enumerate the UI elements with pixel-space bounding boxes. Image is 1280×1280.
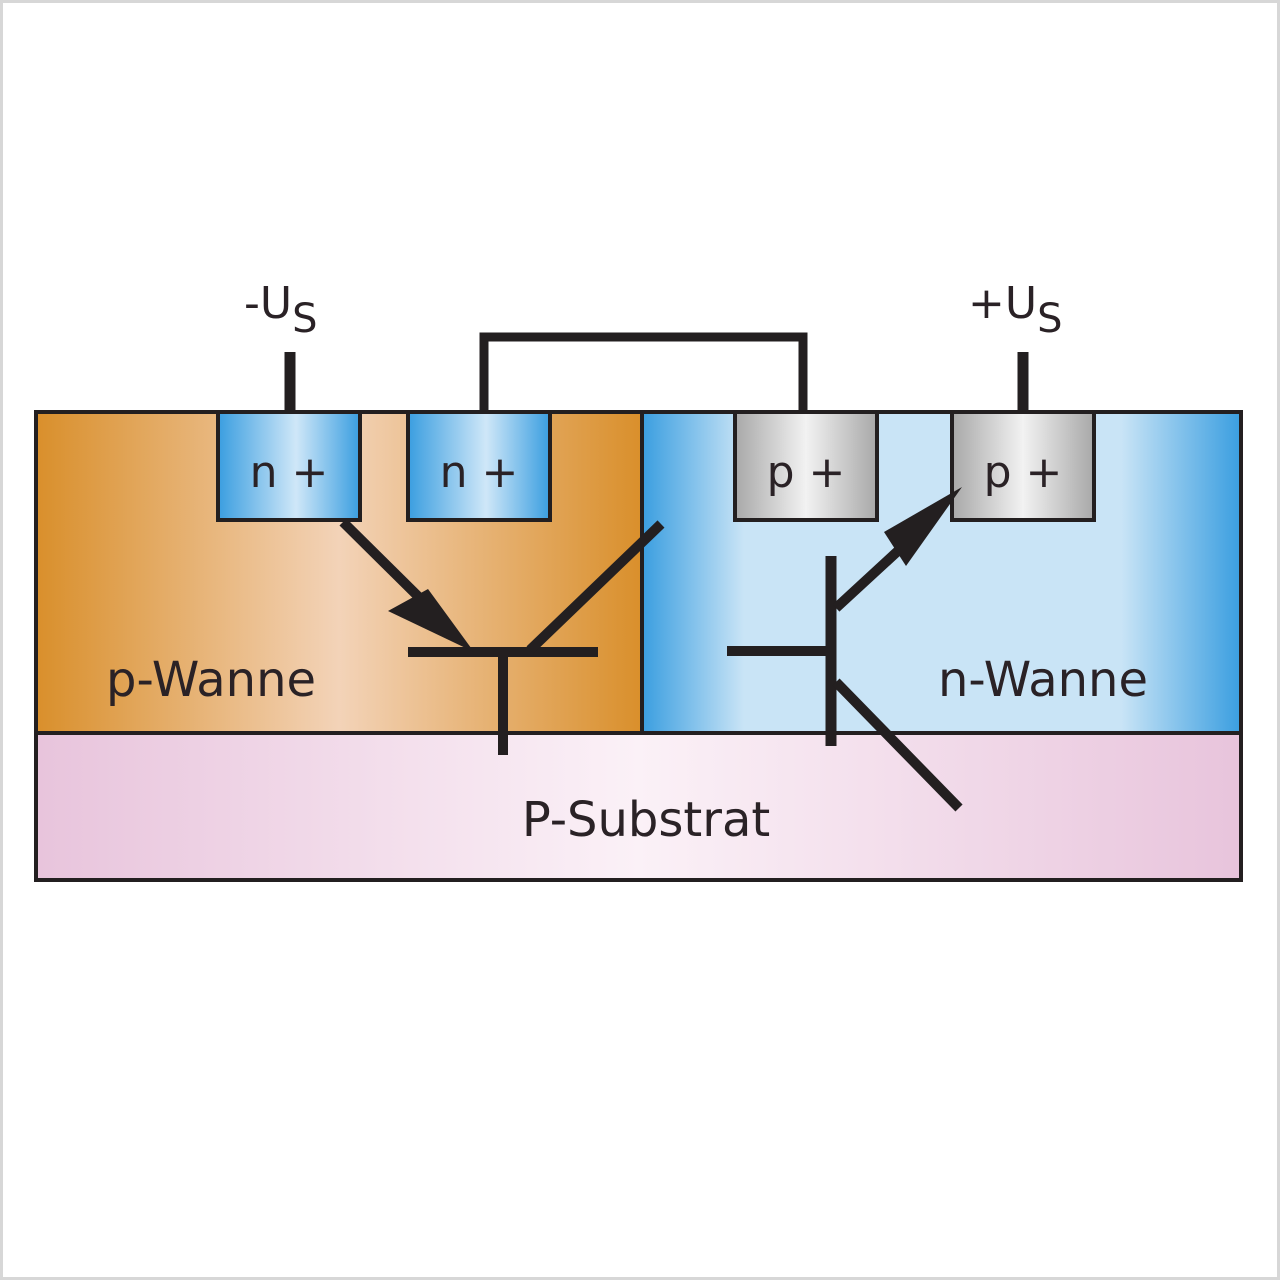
n-well-label: n-Wanne <box>938 652 1148 708</box>
p-plus-label-2: p + <box>984 447 1063 498</box>
p-plus-diffusion-1 <box>733 410 879 522</box>
n-plus-diffusion-2 <box>406 410 552 522</box>
bridge-wire <box>479 332 808 412</box>
neg-supply-label: -US <box>244 278 317 342</box>
p-plus-diffusion-2 <box>950 410 1096 522</box>
pos-supply-label: +US <box>968 278 1062 342</box>
npn-emitter-arrow <box>388 589 474 652</box>
n-plus-diffusion-1 <box>216 410 362 522</box>
n-plus-label-1: n + <box>250 447 329 498</box>
substrate-label: P-Substrat <box>522 792 770 848</box>
p-plus-label-1: p + <box>767 447 846 498</box>
p-well-label: p-Wanne <box>106 652 316 708</box>
pnp-emitter-arrow <box>884 487 962 566</box>
p-substrate <box>34 731 1243 882</box>
n-plus-label-2: n + <box>440 447 519 498</box>
